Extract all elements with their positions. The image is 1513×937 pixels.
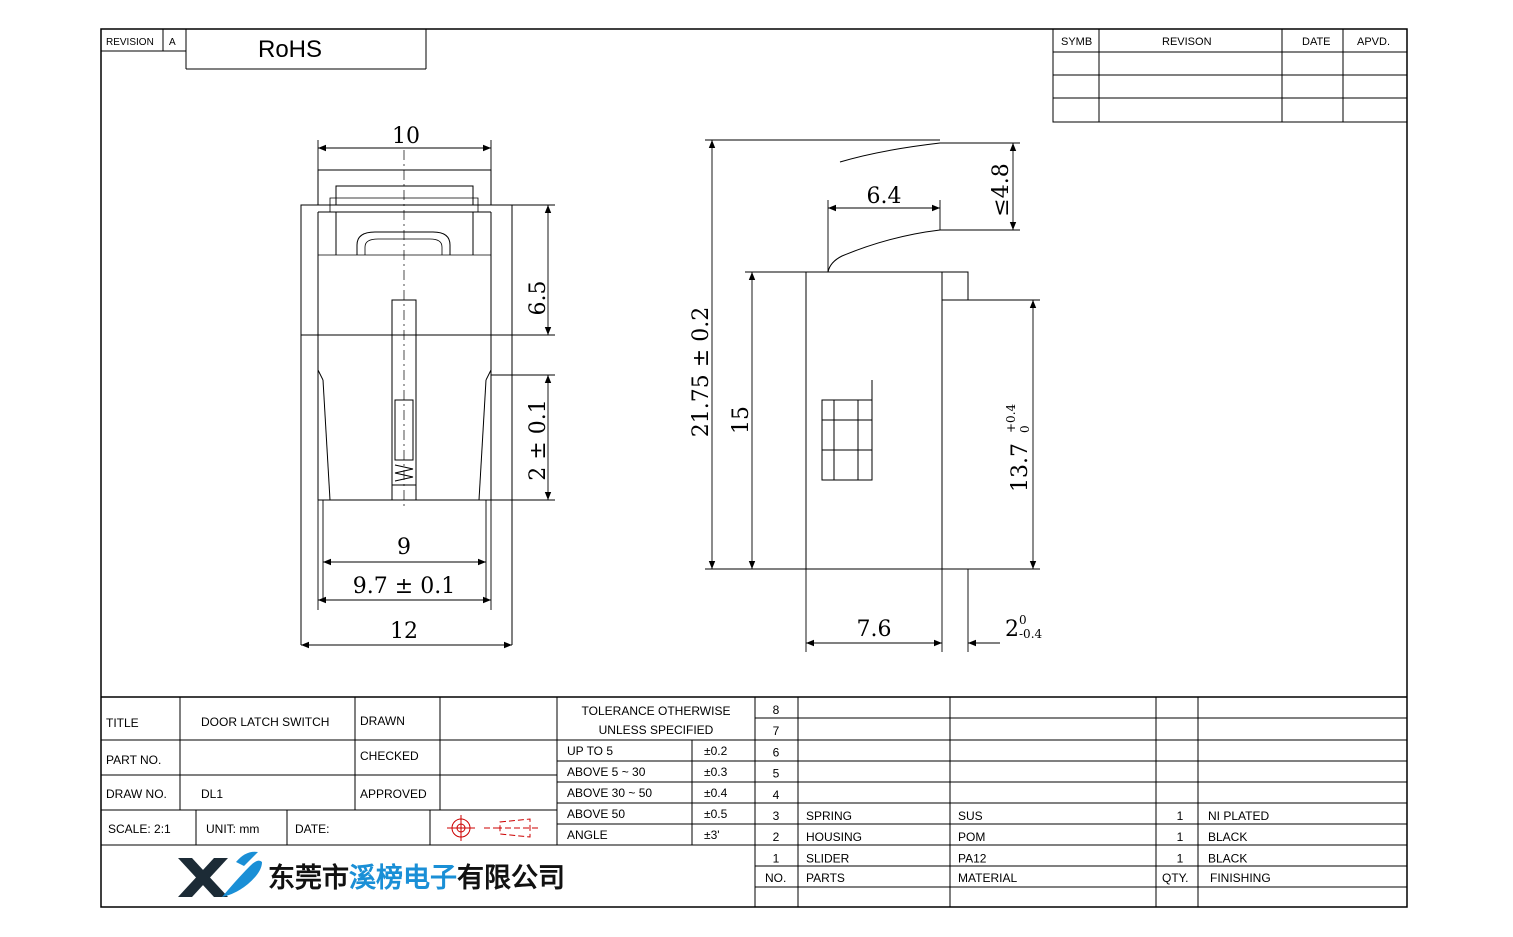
rev-col-date: DATE	[1302, 36, 1331, 48]
projection-symbol-icon	[447, 815, 540, 841]
bom-cell-no: 6	[773, 745, 780, 759]
dim-height-upper: 6.5	[526, 281, 551, 316]
bom-cell-material: PA12	[958, 851, 987, 865]
dim-actuator-width: 6.4	[867, 184, 902, 209]
bom-cell-part: SLIDER	[806, 851, 850, 865]
tol-range: ANGLE	[567, 828, 608, 842]
bom-cell-no: 1	[773, 851, 780, 865]
bom-cell-no: 2	[773, 830, 780, 844]
bom-header-qty: QTY.	[1162, 871, 1188, 885]
company-name: 东莞市溪榜电子有限公司	[268, 862, 565, 894]
scale-label: SCALE: 2:1	[108, 822, 171, 836]
bom-cell-no: 7	[773, 724, 780, 738]
unit-label: UNIT: mm	[206, 822, 259, 836]
tolerance-heading-2: UNLESS SPECIFIED	[599, 723, 714, 737]
draw-no-label: DRAW NO.	[106, 787, 167, 801]
revision-value: A	[169, 37, 176, 48]
tol-range: ABOVE 30 ~ 50	[567, 786, 652, 800]
front-view-dimensions	[301, 140, 555, 649]
date-label: DATE:	[295, 822, 329, 836]
bom-header-no: NO.	[765, 871, 786, 885]
bom-cell-no: 3	[773, 809, 780, 823]
checked-label: CHECKED	[360, 749, 419, 763]
draw-no-value: DL1	[201, 787, 223, 801]
dim-base-thickness: 2	[1005, 617, 1019, 642]
bom-cell-part: SPRING	[806, 809, 852, 823]
sheet-border	[100, 28, 1408, 908]
title-label: TITLE	[106, 716, 139, 730]
company-prefix: 东莞市	[268, 862, 349, 894]
tol-range: ABOVE 5 ~ 30	[567, 765, 646, 779]
bom-header-parts: PARTS	[806, 871, 845, 885]
bom-header-finishing: FINISHING	[1210, 871, 1271, 885]
tol-value: ±0.2	[704, 744, 728, 758]
revision-label: REVISION	[106, 37, 154, 48]
revision-box: REVISION A RoHS	[101, 29, 427, 70]
dim-body-depth: 7.6	[857, 617, 892, 642]
tol-value: ±0.3	[704, 765, 728, 779]
dim-mount-height-group: 13.7 +0.4 0	[1004, 403, 1033, 492]
bom-cell-qty: 1	[1177, 830, 1184, 844]
bom-header-material: MATERIAL	[958, 871, 1017, 885]
dim-body-height: 15	[729, 406, 754, 434]
dim-mount-height: 13.7	[1008, 443, 1033, 492]
title-value: DOOR LATCH SWITCH	[201, 715, 329, 729]
dim-base-tol-upper: 0	[1019, 613, 1027, 627]
dim-overall-width: 12	[390, 619, 418, 644]
dim-actuator-lift: ≤4.8	[989, 163, 1014, 216]
bom-cell-qty: 1	[1177, 851, 1184, 865]
rev-col-symb: SYMB	[1061, 36, 1092, 48]
bom-cell-finish: BLACK	[1208, 851, 1247, 865]
bom-cell-no: 4	[773, 788, 780, 802]
dim-travel: 2 ± 0.1	[526, 399, 551, 480]
dim-mount-tol-upper: +0.4	[1004, 403, 1018, 433]
side-view	[805, 142, 969, 570]
part-no-label: PART NO.	[106, 753, 161, 767]
title-block-lines	[101, 696, 1407, 907]
tol-value: ±3'	[704, 828, 720, 842]
dim-width-tol: 9.7 ± 0.1	[353, 574, 455, 599]
side-view-dimensions	[705, 139, 1040, 652]
rev-col-revison: REVISON	[1162, 36, 1212, 48]
company-highlight: 溪榜电子	[349, 862, 457, 894]
bom-cell-finish: BLACK	[1208, 830, 1247, 844]
bom-cell-finish: NI PLATED	[1208, 809, 1269, 823]
company-logo-icon	[178, 851, 262, 897]
tol-range: ABOVE 50	[567, 807, 625, 821]
bom-cell-no: 8	[773, 703, 780, 717]
bom-cell-material: POM	[958, 830, 985, 844]
tol-value: ±0.4	[704, 786, 728, 800]
tol-range: UP TO 5	[567, 744, 613, 758]
revision-table: SYMB REVISON DATE APVD.	[1052, 28, 1408, 123]
approved-label: APPROVED	[360, 787, 427, 801]
tolerance-heading-1: TOLERANCE OTHERWISE	[582, 704, 731, 718]
dim-total-height: 21.75 ± 0.2	[689, 307, 714, 437]
drawn-label: DRAWN	[360, 714, 405, 728]
company-suffix: 有限公司	[457, 863, 565, 894]
bom-cell-no: 5	[773, 767, 780, 781]
rohs-label: RoHS	[258, 36, 322, 63]
front-view	[300, 150, 513, 645]
tol-value: ±0.5	[704, 807, 728, 821]
dim-mount-tol-lower: 0	[1018, 425, 1032, 433]
dim-width-top: 10	[392, 124, 420, 149]
dim-inner-width: 9	[397, 535, 411, 560]
bom-cell-qty: 1	[1177, 809, 1184, 823]
rev-col-apvd: APVD.	[1357, 36, 1390, 48]
bom-cell-material: SUS	[958, 809, 983, 823]
dim-base-tol-lower: -0.4	[1019, 627, 1043, 641]
bom-cell-part: HOUSING	[806, 830, 862, 844]
